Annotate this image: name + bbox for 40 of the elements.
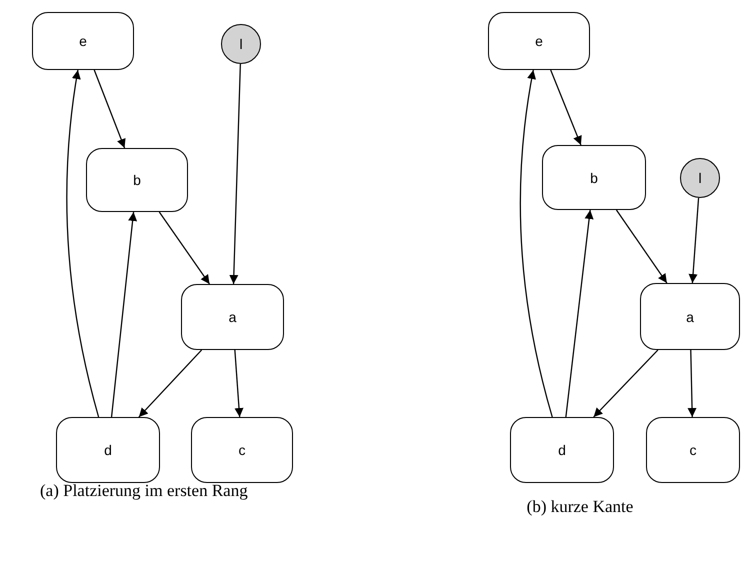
state-box — [32, 12, 134, 70]
state-box — [646, 417, 740, 483]
state-box — [191, 417, 293, 483]
arrow — [234, 350, 244, 418]
arrow — [66, 70, 100, 418]
arrow — [229, 64, 241, 284]
subfigure-caption: (a) Platzierung im ersten Rang — [40, 480, 249, 502]
state-circle — [680, 158, 720, 198]
arrow — [688, 350, 697, 418]
state-box — [542, 145, 646, 210]
arrow — [158, 212, 210, 284]
state-box — [640, 283, 740, 350]
arrow — [94, 70, 126, 148]
arrow — [138, 350, 202, 418]
node-label: e — [535, 33, 543, 49]
state-box — [181, 284, 284, 350]
node-label: d — [558, 442, 566, 458]
state-box — [510, 417, 614, 483]
arrow — [550, 70, 582, 146]
subfigure-caption: (b) kurze Kante — [526, 496, 634, 518]
node-label: d — [104, 442, 112, 458]
node-label: b — [590, 170, 598, 186]
node-label: c — [690, 442, 696, 458]
node-label: l — [239, 36, 243, 52]
arrow — [565, 210, 594, 418]
arrow — [593, 350, 658, 418]
node-label: a — [228, 309, 236, 325]
state-circle — [221, 24, 261, 64]
node-label: l — [698, 170, 702, 186]
node-label: b — [133, 172, 141, 188]
node-label: c — [238, 442, 246, 458]
arrow — [688, 198, 700, 284]
arrow — [110, 212, 138, 418]
state-box — [56, 417, 160, 483]
state-box — [86, 148, 188, 212]
node-label: e — [79, 33, 87, 49]
arrow — [616, 210, 668, 284]
state-box — [488, 12, 590, 70]
arrow — [520, 70, 553, 418]
node-label: a — [686, 308, 694, 324]
